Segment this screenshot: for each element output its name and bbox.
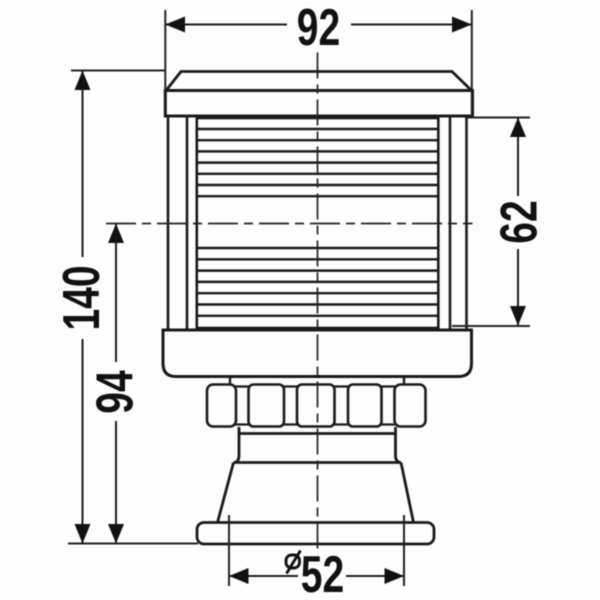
svg-text:52: 52: [301, 544, 344, 600]
svg-text:94: 94: [85, 370, 144, 414]
svg-text:92: 92: [297, 0, 340, 56]
svg-text:62: 62: [489, 200, 548, 243]
svg-text:140: 140: [51, 265, 110, 330]
